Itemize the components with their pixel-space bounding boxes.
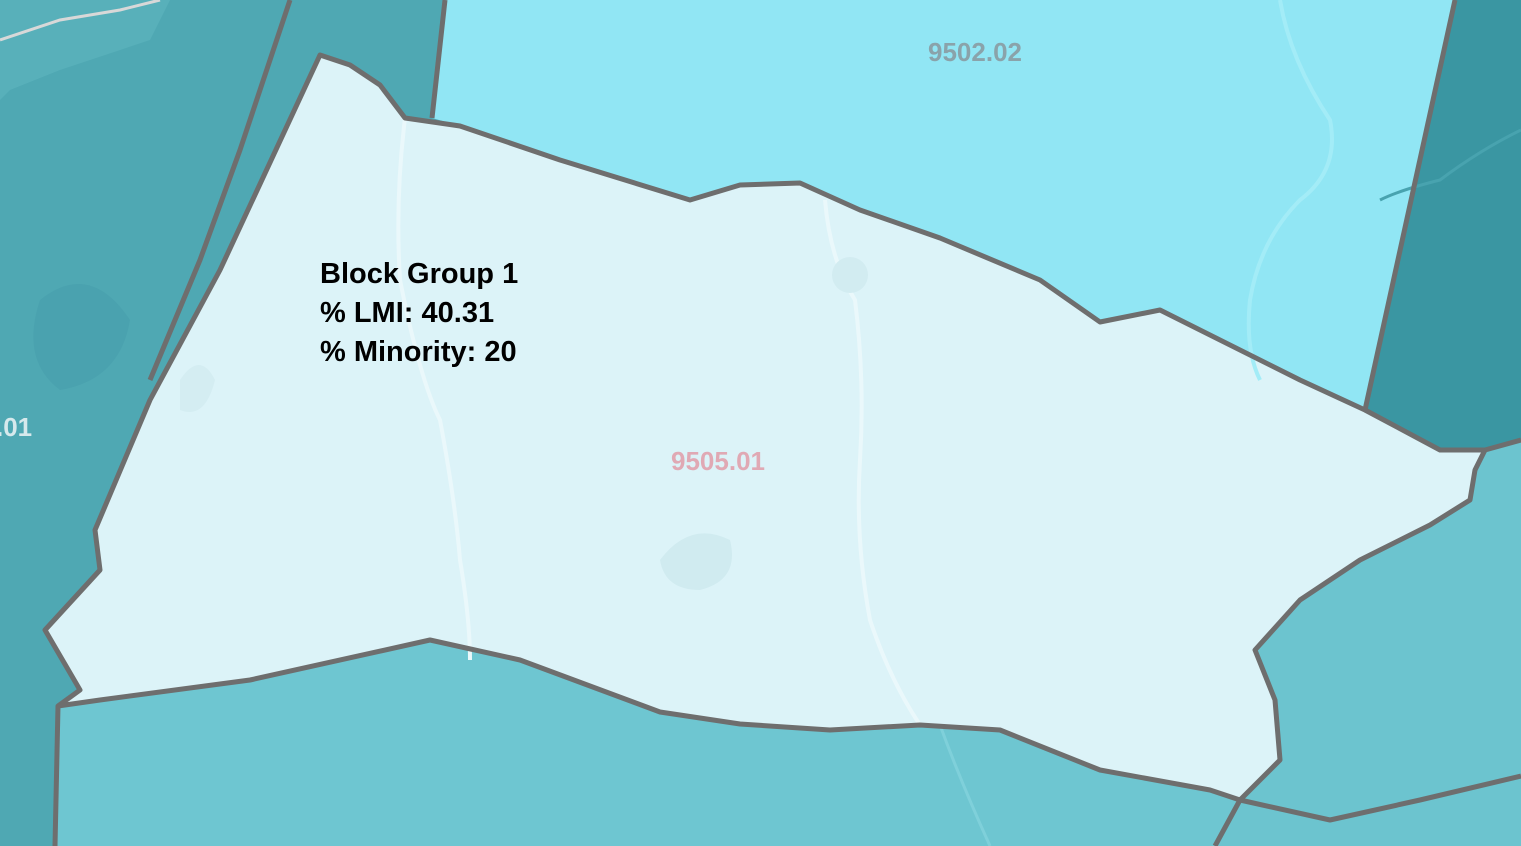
road-line (938, 724, 992, 846)
lmi-label: % LMI: (320, 297, 414, 329)
outer-boundary (0, 0, 161, 42)
minority-label: % Minority: (320, 336, 477, 368)
minority-line: % Minority: 20 (320, 333, 518, 372)
block-group-title: Block Group 1 (320, 258, 519, 290)
highway-shield-icon (832, 257, 868, 293)
terrain-shade (660, 533, 732, 590)
tract-boundaries (42, 0, 1521, 846)
terrain-shade (180, 365, 215, 412)
selected-block-group[interactable] (45, 55, 1485, 800)
tract-label-west: .01 (0, 412, 32, 442)
lmi-line: % LMI: 40.31 (320, 294, 518, 333)
lmi-value: 40.31 (421, 297, 495, 329)
tract-east[interactable] (1365, 0, 1521, 450)
tract-north[interactable] (432, 0, 1455, 410)
tract-label-north: 9502.02 (928, 37, 1022, 67)
road-line (1246, 0, 1334, 381)
tract-southeast[interactable] (1215, 440, 1521, 846)
road-line (396, 117, 472, 661)
minority-value: 20 (484, 336, 517, 368)
terrain-shade (33, 284, 131, 390)
block-group-info: Block Group 1 % LMI: 40.31 % Minority: 2… (320, 255, 518, 372)
tract-label-selected: 9505.01 (671, 446, 765, 476)
tract-south[interactable] (55, 640, 1240, 846)
road-line (1379, 128, 1521, 202)
